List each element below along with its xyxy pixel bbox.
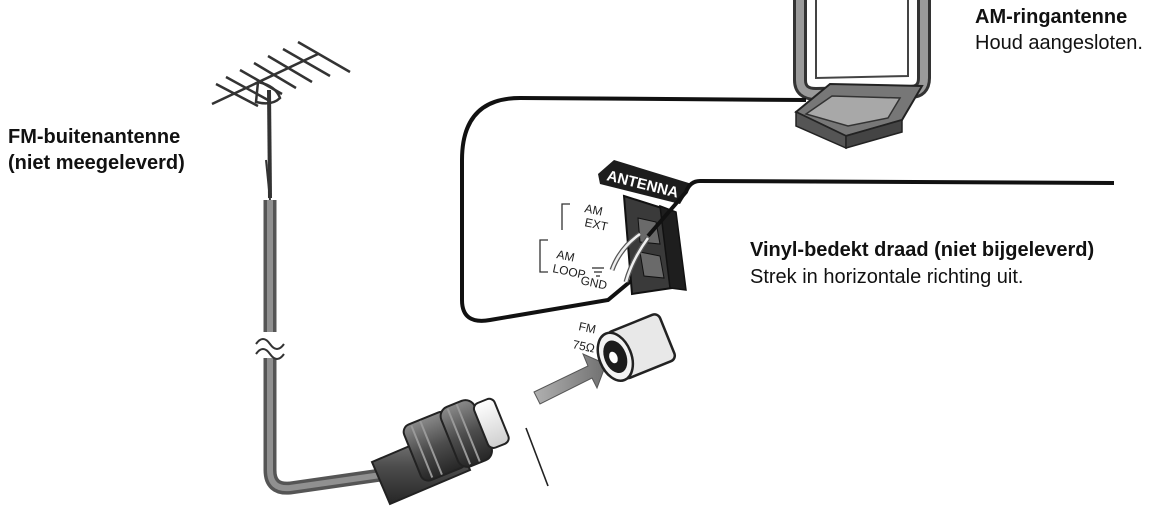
fm-coax-cable xyxy=(252,200,389,495)
insert-arrow-icon xyxy=(533,353,607,405)
am-ext-label-2: EXT xyxy=(583,215,609,234)
vinyl-covered-wire xyxy=(646,178,1115,238)
am-loop-antenna-note: Houd aangesloten. xyxy=(975,32,1143,54)
fm-coax-plug xyxy=(370,397,549,506)
am-loop-label-1: AM xyxy=(555,247,576,264)
antenna-label-tag xyxy=(598,160,692,204)
ohm-label: 75Ω xyxy=(571,337,596,355)
fm-jack-label: FM xyxy=(577,319,597,336)
am-loop-antenna-icon xyxy=(793,0,931,150)
gnd-label: GND xyxy=(579,273,608,292)
am-loop-label-2: LOOP xyxy=(551,261,587,282)
am-loop-antenna-title: AM-ringantenne xyxy=(975,6,1128,28)
fm-outdoor-antenna-title: FM-buitenantenne xyxy=(8,126,181,148)
fm-75-ohm-jack xyxy=(596,313,677,382)
vinyl-wire-note: Strek in horizontale richting uit. xyxy=(750,266,1024,288)
am-ext-label-1: AM xyxy=(583,201,604,218)
antenna-terminal-panel: ANTENNA AM EXT AM LOOP GND FM 75Ω xyxy=(539,160,692,356)
fm-outdoor-antenna-note: (niet meegeleverd) xyxy=(8,152,185,174)
vinyl-wire-title: Vinyl-bedekt draad (niet bijgeleverd) xyxy=(750,239,1095,261)
fm-outdoor-antenna-icon xyxy=(211,40,351,201)
am-loop-lead-wire xyxy=(460,95,807,323)
